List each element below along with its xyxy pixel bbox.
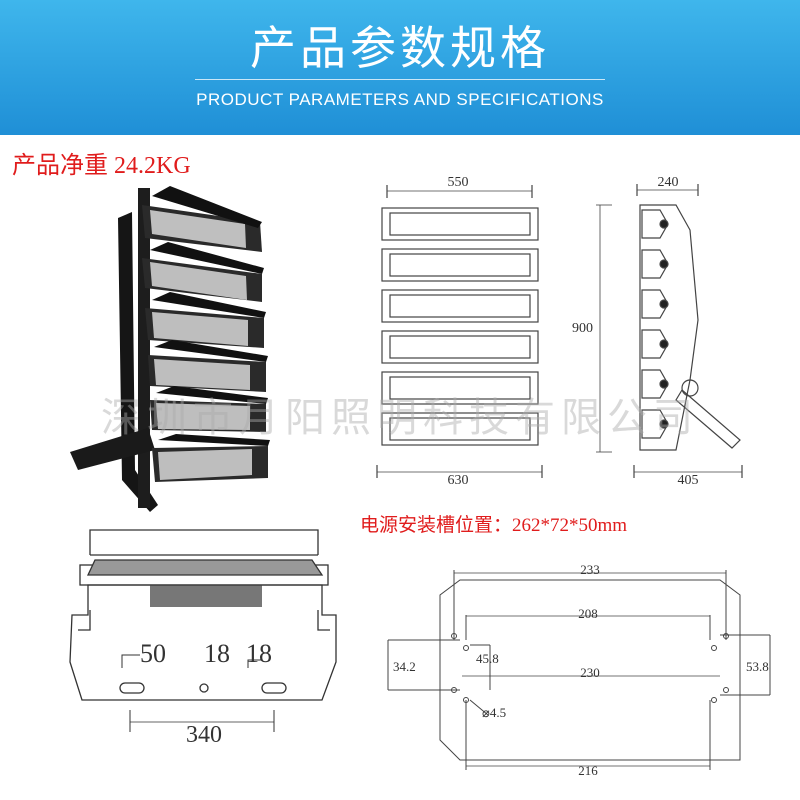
hole-dim-208: 208 <box>578 606 598 621</box>
bracket-dim-340: 340 <box>186 722 222 748</box>
front-view-drawing <box>376 185 543 478</box>
front-module-outline <box>381 371 539 405</box>
front-width-top: 550 <box>448 175 469 190</box>
front-module-lens <box>389 212 531 236</box>
hole-dim-34-2: 34.2 <box>393 659 416 674</box>
bracket-dim-18b: 18 <box>246 639 272 668</box>
mount-hole <box>711 645 717 651</box>
hole-dim-53-8: 53.8 <box>746 659 769 674</box>
mount-hole <box>711 697 717 703</box>
bracket-drawing <box>69 529 337 732</box>
side-module-pivot <box>659 299 669 309</box>
front-module-lens <box>389 376 531 400</box>
mount-hole <box>463 697 469 703</box>
mount-hole <box>463 645 469 651</box>
hole-dim-233: 233 <box>580 562 600 577</box>
bracket-dim-18a: 18 <box>204 639 230 668</box>
bracket-dim-50: 50 <box>140 639 166 668</box>
power-slot-label: 电源安装槽位置：262*72*50mm <box>360 515 628 536</box>
hole-dim-45-8: 45.8 <box>476 651 499 666</box>
side-module-head <box>641 369 669 399</box>
front-module-lens <box>389 253 531 277</box>
front-module-lens <box>389 417 531 441</box>
net-weight-label: 产品净重 24.2KG <box>12 153 191 179</box>
mount-hole <box>451 633 457 639</box>
side-width-top: 240 <box>658 175 679 190</box>
side-module-pivot <box>659 259 669 269</box>
side-module-head <box>641 249 669 279</box>
front-module-outline <box>381 207 539 241</box>
page-title: 产品参数规格 <box>250 21 550 75</box>
hole-layout-drawing <box>387 570 771 770</box>
front-module-lens <box>389 294 531 318</box>
side-module-head <box>641 329 669 359</box>
front-module-outline <box>381 289 539 323</box>
side-module-pivot <box>659 419 669 429</box>
header-banner <box>0 0 800 135</box>
hole-dim-diameter: ⌀4.5 <box>482 705 506 720</box>
side-module-pivot <box>659 339 669 349</box>
front-module-outline <box>381 412 539 446</box>
side-view-drawing <box>633 184 743 478</box>
front-module-lens <box>389 335 531 359</box>
hole-dim-216: 216 <box>578 763 598 778</box>
title-divider <box>195 79 605 80</box>
hole-dim-230: 230 <box>580 665 600 680</box>
front-width-bottom: 630 <box>448 473 469 488</box>
height-dimension <box>596 204 612 453</box>
product-photo <box>70 186 270 512</box>
side-module-pivot <box>659 379 669 389</box>
front-module-outline <box>381 248 539 282</box>
mount-hole <box>451 687 457 693</box>
mount-hole <box>723 633 729 639</box>
front-height: 900 <box>572 321 593 336</box>
side-width-bottom: 405 <box>678 473 699 488</box>
mount-hole <box>723 687 729 693</box>
side-module-head <box>641 289 669 319</box>
front-module-outline <box>381 330 539 364</box>
side-module-head <box>641 409 669 439</box>
side-module-head <box>641 209 669 239</box>
side-module-pivot <box>659 219 669 229</box>
page-subtitle: PRODUCT PARAMETERS AND SPECIFICATIONS <box>196 90 604 109</box>
